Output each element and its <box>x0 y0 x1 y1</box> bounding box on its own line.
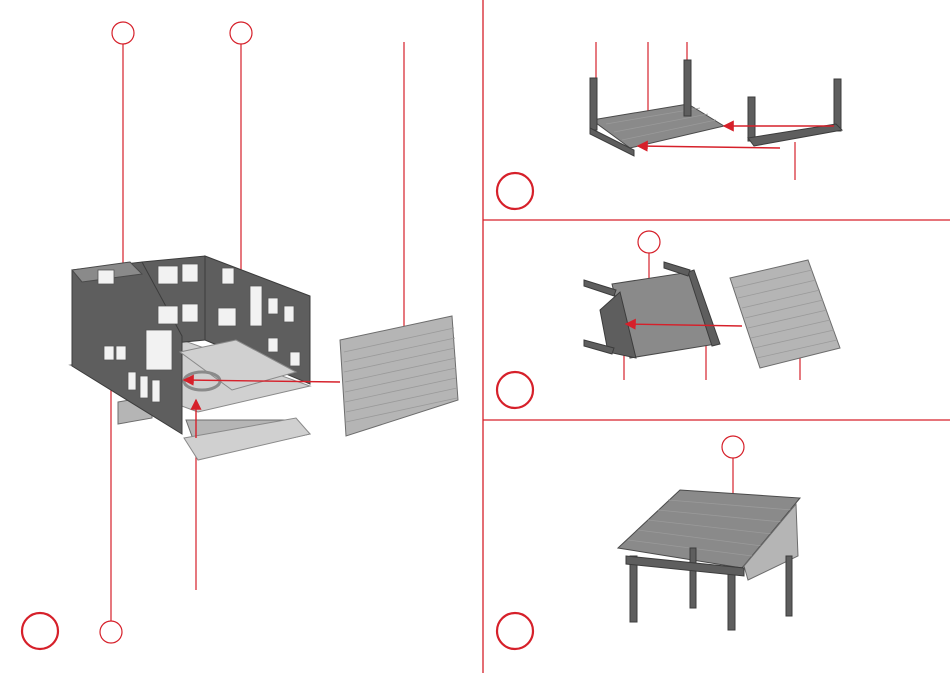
step-marker-4 <box>497 613 533 649</box>
frame-post-left <box>590 78 597 130</box>
step-marker-3 <box>497 372 533 408</box>
back-frame-post-right <box>834 79 841 131</box>
callout-marker-side-wall <box>230 22 252 44</box>
arrow-back-frame-lower <box>638 146 780 148</box>
step-panel-building <box>22 22 458 649</box>
back-frame-post-left <box>748 97 755 141</box>
callout-marker-roof <box>722 436 744 458</box>
post-front-left <box>630 556 637 622</box>
step-marker-2 <box>497 173 533 209</box>
callout-marker-side-panel <box>638 231 660 253</box>
post-front-right <box>728 570 735 630</box>
post-back-right <box>786 556 792 616</box>
shed-leg-top <box>584 280 616 296</box>
frame-post-right <box>684 60 691 116</box>
step-panel-finished <box>497 436 800 649</box>
wall-panel-part <box>340 316 458 436</box>
step-panel-roof <box>497 231 840 408</box>
callout-marker-front-base <box>100 621 122 643</box>
step-marker-1 <box>22 613 58 649</box>
callout-marker-front-wall <box>112 22 134 44</box>
post-back-left <box>690 548 696 608</box>
step-panel-frame <box>497 42 842 209</box>
